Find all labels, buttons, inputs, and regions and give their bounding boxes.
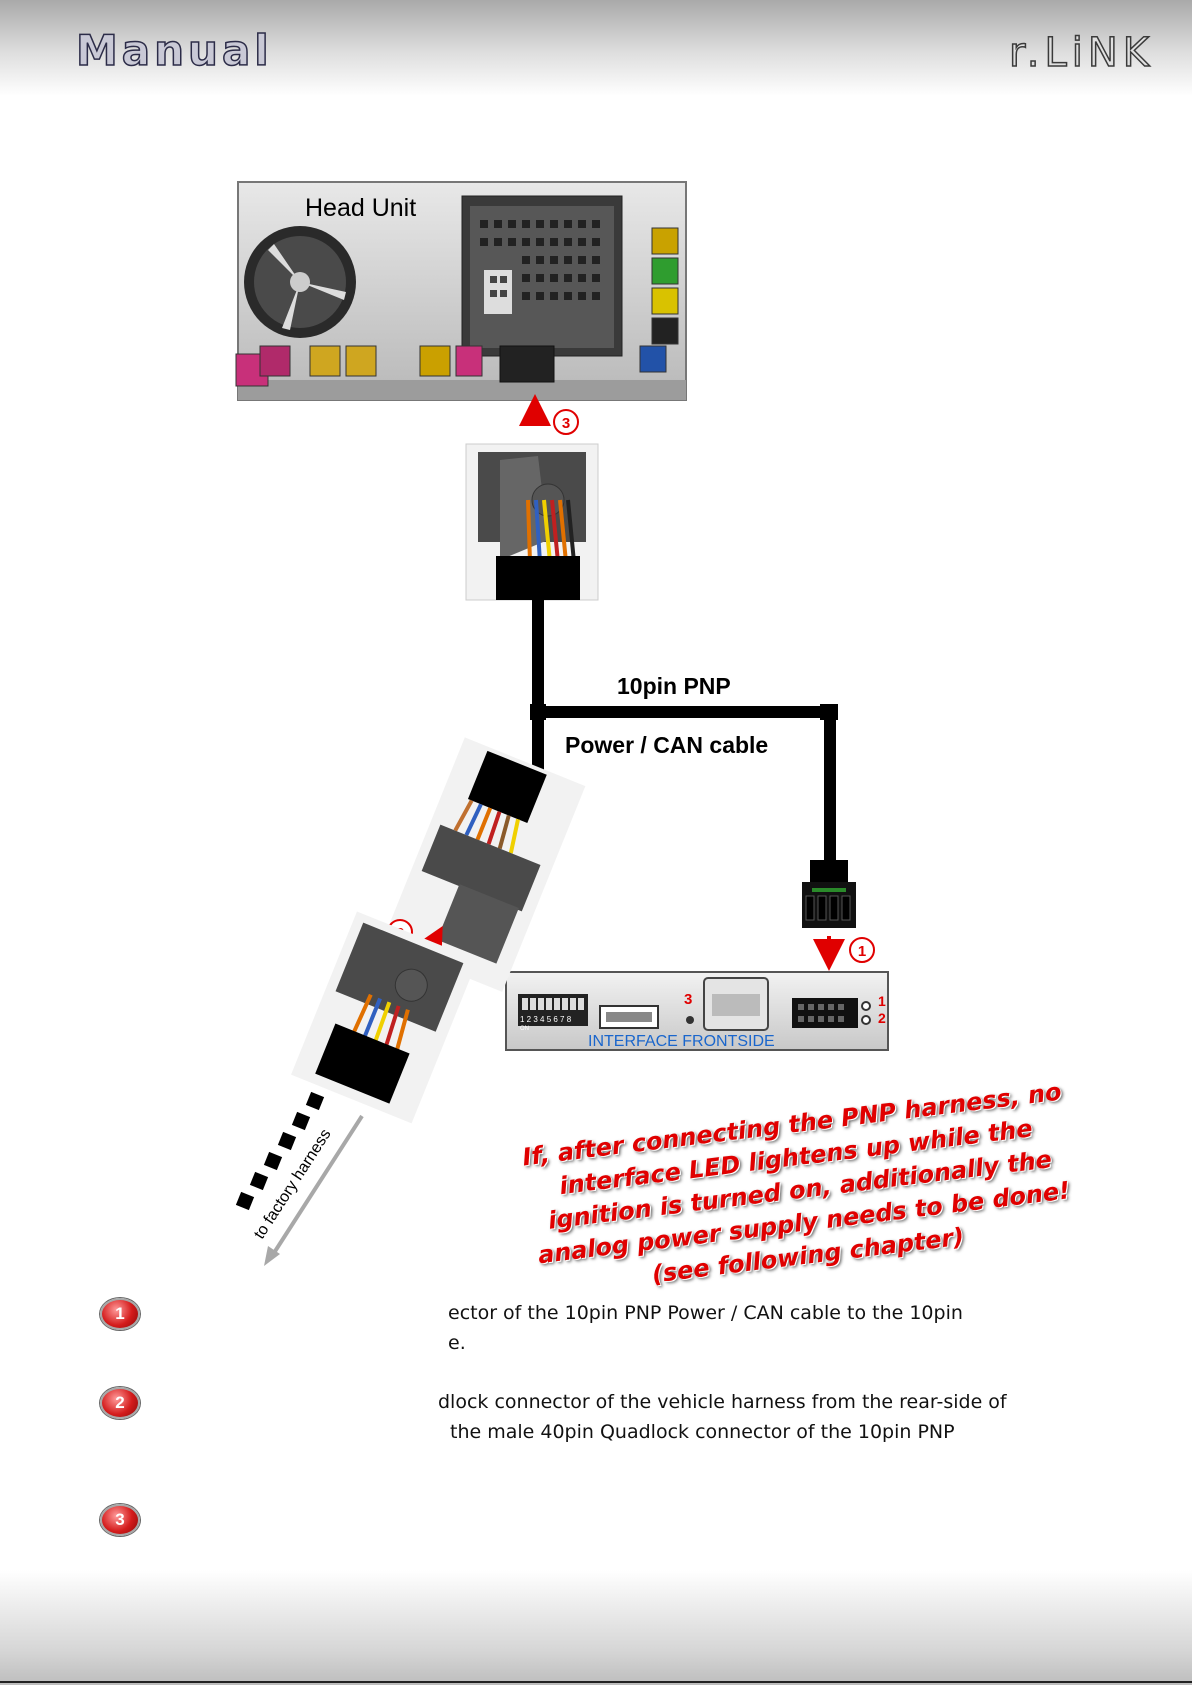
top-quadlock-connector-image <box>465 443 599 601</box>
step-3: 3 <box>100 1504 1080 1566</box>
page-header: Manual r.LiNK <box>0 0 1192 96</box>
step-1-badge-icon: 1 <box>100 1298 140 1330</box>
svg-text:1: 1 <box>878 993 886 1009</box>
step-2-badge-icon: 2 <box>100 1387 140 1419</box>
factory-harness-dashed-line <box>235 1091 325 1211</box>
manual-title-logo: Manual <box>75 25 273 76</box>
cable-label-line2: Power / CAN cable <box>565 732 768 758</box>
head-unit-image: Head Unit <box>235 181 687 401</box>
page-footer <box>0 1570 1192 1685</box>
interface-frontside-label: INTERFACE FRONTSIDE <box>588 1033 775 1050</box>
svg-text:3: 3 <box>562 415 570 432</box>
step-2-text: dlock connector of the vehicle harness f… <box>438 1391 1007 1443</box>
factory-harness-arrow <box>270 1114 364 1258</box>
bottom-quadlock-connector-image <box>381 737 586 992</box>
marker-3-icon: 3 <box>553 409 579 435</box>
pnp-power-can-cable <box>532 600 836 864</box>
interface-led-number: 3 <box>684 991 692 1008</box>
svg-text:1 2 3 4 5 6 7 8: 1 2 3 4 5 6 7 8 <box>520 1015 572 1024</box>
svg-text:1: 1 <box>858 943 866 960</box>
head-unit-label: Head Unit <box>305 194 416 222</box>
svg-text:2: 2 <box>878 1010 886 1026</box>
step-1: 1 ector of the 10pin PNP Power / CAN cab… <box>100 1298 1080 1360</box>
cable-label-line1: 10pin PNP <box>617 673 731 699</box>
footer-divider <box>0 1681 1192 1683</box>
rlink-brand-logo: r.LiNK <box>1008 29 1154 77</box>
marker-1-icon: 1 <box>849 937 875 963</box>
interface-box-image: 1 2 3 4 5 6 7 8 ON 3 1 2 INTERFACE FRONT… <box>505 971 889 1051</box>
svg-text:ON: ON <box>520 1026 529 1032</box>
step-1-text: ector of the 10pin PNP Power / CAN cable… <box>448 1302 963 1354</box>
step-3-badge-icon: 3 <box>100 1504 140 1536</box>
vehicle-harness-connector-image <box>291 911 478 1124</box>
step-2: 2 dlock connector of the vehicle harness… <box>100 1387 1080 1449</box>
arrow-down-left-icon <box>264 1246 280 1266</box>
ten-pin-connector-image <box>802 860 856 928</box>
